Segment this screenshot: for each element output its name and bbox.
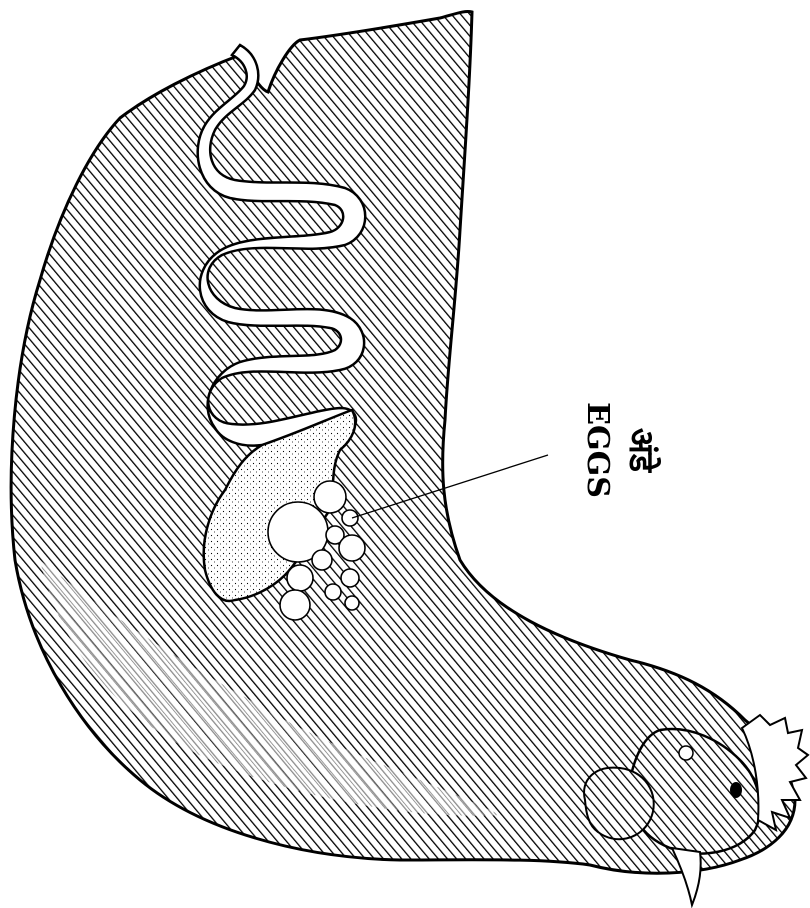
egg bbox=[325, 584, 341, 600]
egg bbox=[314, 481, 346, 513]
egg bbox=[341, 569, 359, 587]
egg bbox=[287, 565, 313, 591]
wattle bbox=[584, 768, 654, 840]
egg bbox=[339, 535, 365, 561]
eggs-label: अंडे EGGS bbox=[580, 402, 662, 498]
egg bbox=[342, 510, 358, 526]
eggs-label-hindi: अंडे bbox=[621, 428, 662, 474]
eye bbox=[730, 782, 742, 798]
egg bbox=[280, 590, 310, 620]
eggs-label-english: EGGS bbox=[580, 402, 615, 498]
egg bbox=[345, 596, 359, 610]
egg bbox=[312, 550, 332, 570]
beak bbox=[672, 848, 701, 905]
ear bbox=[679, 746, 693, 760]
